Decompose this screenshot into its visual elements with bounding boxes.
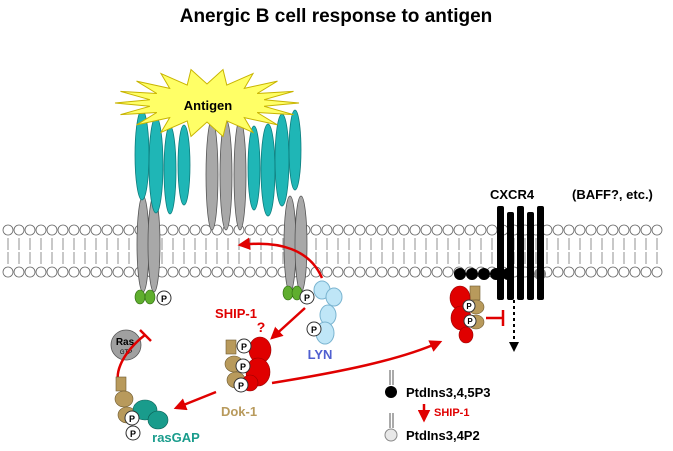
phospho-label: P [240,362,246,372]
diagram-title: Anergic B cell response to antigen [180,6,493,27]
cxcr4-transmembrane-helix [527,212,534,300]
phospho-label: P [161,294,167,304]
ras-label: Ras [116,337,135,348]
pip2-label: PtdIns3,4P2 [406,428,480,443]
arrow-dok1-to-rasgap [173,390,217,411]
antigen: Antigen [114,68,300,138]
lyn-label: LYN [308,347,333,362]
phospho-label: P [311,325,317,335]
cell-membrane [2,224,663,278]
cxcr4-transmembrane-helix [497,206,504,300]
cxcr4-receptor [497,206,544,300]
ship1-dok1-complex: P P P SHIP-1 ? Dok-1 [215,306,272,419]
pip-conversion-legend: PtdIns3,4,5P3 SHIP-1 PtdIns3,4P2 [384,370,491,443]
pip3-label: PtdIns3,4,5P3 [406,385,491,400]
dok1-label: Dok-1 [221,404,257,419]
bcr-phospho: P P [156,289,315,306]
phospho-label: P [304,293,310,303]
phospho-label: P [241,342,247,352]
ship1-label: SHIP-1 [215,306,257,321]
cxcr4-transmembrane-helix [517,206,524,300]
arrow-lyn-to-ship1 [270,307,306,340]
arrow-lyn-to-bcr [237,237,324,279]
arrow-ship1-to-membrane [271,340,443,385]
rasgap-dok-complex: P P rasGAP [114,376,200,445]
phospho-label: P [238,381,244,391]
lyn-kinase: P LYN [306,280,343,362]
ship1-question: ? [257,319,266,335]
bcr-complex [134,109,308,305]
membrane-ship1-complex: P P [449,285,485,344]
phospho-label: P [467,317,473,326]
cxcr4-note: (BAFF?, etc.) [572,187,653,202]
rasgap-label: rasGAP [152,430,200,445]
cxcr4-transmembrane-helix [507,212,514,300]
antigen-label: Antigen [184,98,232,113]
phospho-label: P [466,302,472,311]
phospho-label: P [129,414,135,424]
phospho-label: P [130,429,136,439]
cxcr4-label: CXCR4 [490,187,535,202]
cxcr4-transmembrane-helix [537,206,544,300]
legend-ship1-label: SHIP-1 [434,407,469,419]
